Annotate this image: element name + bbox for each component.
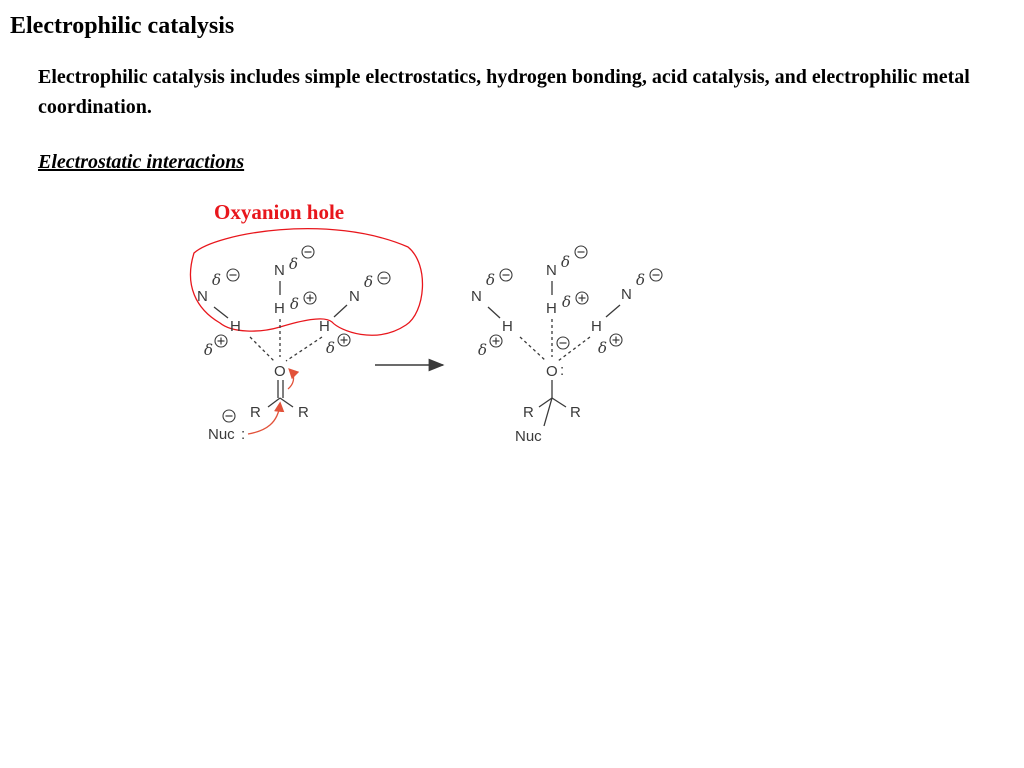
atom-h-middle: H bbox=[274, 300, 285, 317]
atom-h-left: H bbox=[502, 318, 513, 335]
r-group-right: R bbox=[298, 404, 309, 421]
atom-n-right: N bbox=[349, 288, 360, 305]
plus-charge-icon bbox=[303, 291, 317, 305]
atom-n-left: N bbox=[471, 288, 482, 305]
delta-minus-n-middle: δ bbox=[561, 253, 570, 271]
minus-charge-icon bbox=[556, 336, 570, 350]
reactant-structure: N δ H δ N δ H δ N δ H δ bbox=[189, 228, 424, 443]
delta-minus-n-middle: δ bbox=[289, 255, 298, 273]
atom-h-left: H bbox=[230, 318, 241, 335]
oxyanion-lone-pair: : bbox=[560, 362, 564, 379]
delta-minus-n-left: δ bbox=[212, 271, 221, 289]
delta-plus-h-middle: δ bbox=[290, 295, 299, 313]
atom-o-carbonyl: O bbox=[274, 363, 286, 380]
intermediate-structure: N δ H δ N δ H δ N δ H δ bbox=[471, 245, 663, 445]
delta-plus-h-left: δ bbox=[478, 341, 487, 359]
curved-arrow-icon bbox=[247, 401, 285, 435]
oxyanion-hole-label: Oxyanion hole bbox=[214, 200, 345, 224]
minus-charge-icon bbox=[649, 268, 663, 282]
atom-n-middle: N bbox=[546, 262, 557, 279]
section-heading: Electrostatic interactions bbox=[38, 151, 245, 173]
delta-minus-n-left: δ bbox=[486, 271, 495, 289]
plus-charge-icon bbox=[214, 334, 228, 348]
plus-charge-icon bbox=[609, 333, 623, 347]
minus-charge-icon bbox=[574, 245, 588, 259]
atom-h-middle: H bbox=[546, 300, 557, 317]
minus-charge-icon bbox=[301, 245, 315, 259]
minus-charge-icon bbox=[499, 268, 513, 282]
delta-plus-h-left: δ bbox=[204, 341, 213, 359]
r-group-left: R bbox=[523, 404, 534, 421]
delta-plus-h-middle: δ bbox=[562, 293, 571, 311]
slide-body-text: Electrophilic catalysis includes simple … bbox=[38, 66, 970, 118]
plus-charge-icon bbox=[489, 334, 503, 348]
slide-title: Electrophilic catalysis bbox=[10, 13, 235, 39]
atom-n-right: N bbox=[621, 286, 632, 303]
delta-plus-h-right: δ bbox=[326, 339, 335, 357]
minus-charge-icon bbox=[226, 268, 240, 282]
r-group-left: R bbox=[250, 404, 261, 421]
atom-n-middle: N bbox=[274, 262, 285, 279]
delta-plus-h-right: δ bbox=[598, 339, 607, 357]
atom-n-left: N bbox=[197, 288, 208, 305]
nucleophile-label: Nuc bbox=[515, 428, 542, 445]
curved-arrow-icon bbox=[287, 368, 300, 390]
atom-h-right: H bbox=[319, 318, 330, 335]
oxyanion-hole-outline bbox=[189, 228, 424, 336]
nucleophile-label: Nuc bbox=[208, 426, 235, 443]
nucleophile-lone-pair: : bbox=[241, 426, 245, 443]
oxyanion-hole-figure: N δ H δ N δ H δ N δ H δ bbox=[189, 228, 663, 445]
atom-o-oxyanion: O bbox=[546, 363, 558, 380]
delta-minus-n-right: δ bbox=[364, 273, 373, 291]
delta-minus-n-right: δ bbox=[636, 271, 645, 289]
minus-charge-icon bbox=[222, 409, 236, 423]
r-group-right: R bbox=[570, 404, 581, 421]
plus-charge-icon bbox=[337, 333, 351, 347]
atom-h-right: H bbox=[591, 318, 602, 335]
plus-charge-icon bbox=[575, 291, 589, 305]
minus-charge-icon bbox=[377, 271, 391, 285]
